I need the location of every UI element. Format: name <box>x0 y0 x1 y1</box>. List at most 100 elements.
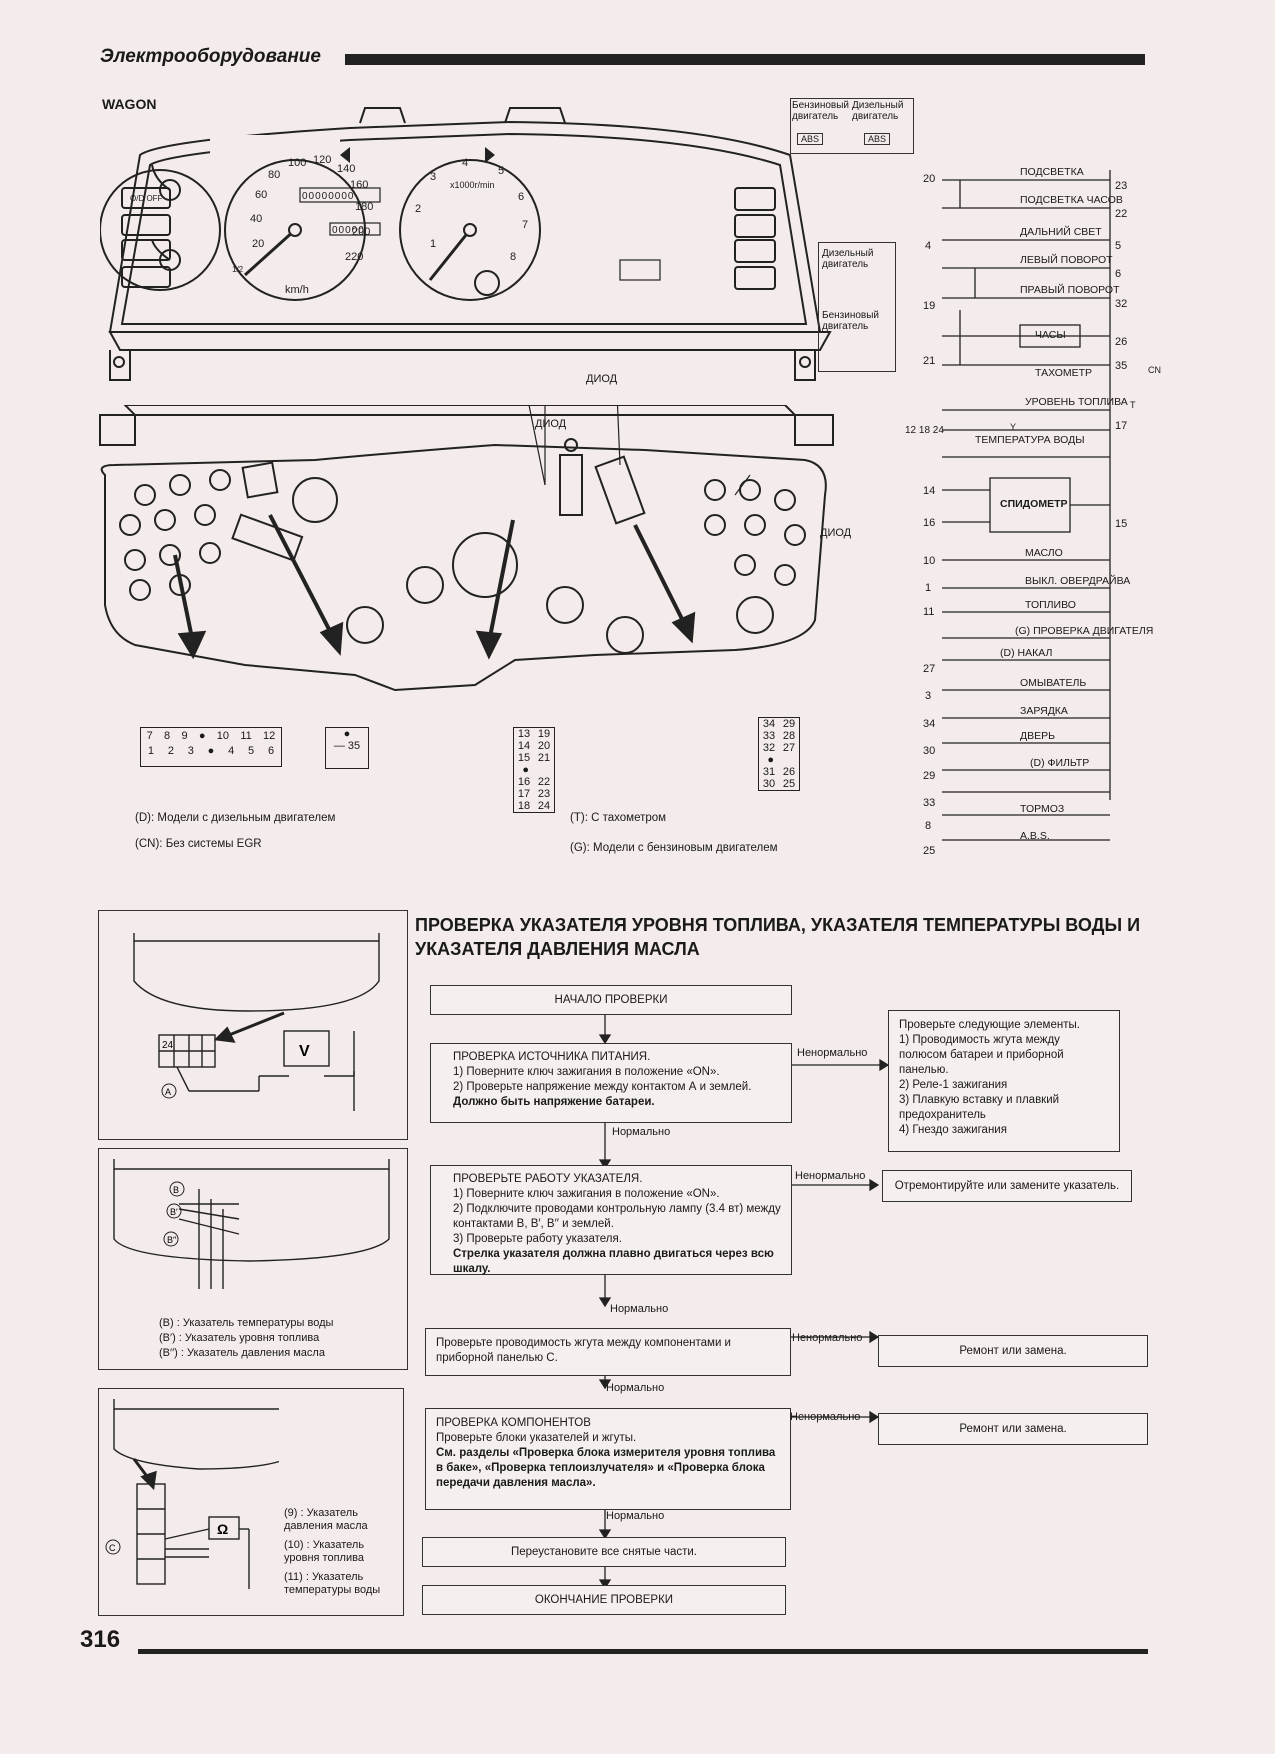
engine-variant-box <box>790 98 914 154</box>
ws-pin: 21 <box>923 355 936 367</box>
fc-step2-abnormal: Отремонтируйте или замените указатель. <box>882 1170 1132 1202</box>
ws-pin: 29 <box>923 770 936 782</box>
side-figure-1: 24 V A <box>98 910 408 1140</box>
pin: 9 <box>181 730 188 742</box>
pin: 14 <box>517 740 531 752</box>
speedo-tick: 80 <box>268 169 280 181</box>
fig3-legend-item: (11) : Указатель температуры воды <box>284 1571 381 1596</box>
ws-pin: 3 <box>925 690 932 702</box>
ws-row-label: МАСЛО <box>1025 547 1063 559</box>
fig3-tag: C <box>109 1543 116 1553</box>
section-title: Электрооборудование <box>100 46 321 67</box>
ws-pin: 4 <box>925 240 932 252</box>
connector-2: ● — 35 <box>325 727 369 769</box>
pin: 34 <box>762 718 776 730</box>
pin: ● <box>522 764 529 776</box>
pin: 21 <box>537 752 551 764</box>
fc-abnormal-2: Ненормально <box>795 1170 866 1182</box>
fig3-legend-item: (9) : Указатель давления масла <box>284 1507 368 1532</box>
ws-pin: 32 <box>1115 298 1128 310</box>
pin: 26 <box>782 766 796 778</box>
ws-row-label: ОМЫВАТЕЛЬ <box>1020 677 1087 689</box>
fc-step4-abnormal: Ремонт или замена. <box>878 1413 1148 1445</box>
ws-row-label: ЧАСЫ <box>1035 329 1066 341</box>
ws-pin: 8 <box>925 820 932 832</box>
fig2-sym-b1: B′ <box>170 1207 178 1217</box>
pin: 4 <box>228 745 235 757</box>
fc-abnormal-1: Ненормально <box>797 1047 868 1059</box>
ws-pin: 1 <box>925 582 932 594</box>
pin: 12 <box>263 730 276 742</box>
ws-row-label: ЛЕВЫЙ ПОВОРОТ <box>1020 254 1113 266</box>
ws-pin: 14 <box>923 485 936 497</box>
fc-step2: ПРОВЕРЬТЕ РАБОТУ УКАЗАТЕЛЯ. 1) Поверните… <box>430 1165 792 1275</box>
speedo-tick: 180 <box>355 201 373 213</box>
speedo-tick: 20 <box>252 238 264 250</box>
pin: 28 <box>782 730 796 742</box>
pin: 33 <box>762 730 776 742</box>
ws-pin: 15 <box>1115 518 1128 530</box>
pin: 27 <box>782 742 796 754</box>
abs-badge-petrol: ABS <box>797 133 824 145</box>
flowchart-title: ПРОВЕРКА УКАЗАТЕЛЯ УРОВНЯ ТОПЛИВА, УКАЗА… <box>415 915 1141 959</box>
pin: 2 <box>167 745 174 757</box>
tacho-tick: 6 <box>518 191 524 203</box>
ws-row-label: ЗАРЯДКА <box>1020 705 1068 717</box>
fc-step4: ПРОВЕРКА КОМПОНЕНТОВ Проверьте блоки ука… <box>425 1408 791 1510</box>
side-figure-3: C Ω (9) : Указатель давления масла (10) … <box>98 1388 404 1616</box>
ws-pin: 25 <box>923 845 936 857</box>
fc-start: НАЧАЛО ПРОВЕРКИ <box>430 985 792 1015</box>
header-rule <box>345 54 1145 65</box>
pin: 10 <box>216 730 230 742</box>
ws-pin: 22 <box>1115 208 1128 220</box>
speedo-tick: 140 <box>337 163 355 175</box>
fc-abnormal-4: Ненормально <box>790 1411 861 1423</box>
cluster-back-diagram <box>99 405 834 692</box>
ws-pin: 5 <box>1115 240 1122 252</box>
ws-row-label: ДАЛЬНИЙ СВЕТ <box>1020 226 1102 238</box>
legend-petrol: (G): Модели с бензиновым двигателем <box>570 842 778 854</box>
speedo-tick: 160 <box>350 179 368 191</box>
ws-row-label: ДВЕРЬ <box>1020 730 1056 742</box>
fig3-ohmmeter: Ω <box>217 1521 228 1537</box>
tacho-tick: 7 <box>522 219 528 231</box>
fc-normal-1: Нормально <box>612 1126 671 1138</box>
speedo-tick: 200 <box>352 226 370 238</box>
pin: 13 <box>517 728 531 740</box>
pin: 19 <box>537 728 551 740</box>
fc-abnormal-3: Ненормально <box>792 1332 863 1344</box>
ws-pin: 27 <box>923 663 936 675</box>
pin: 5 <box>248 745 255 757</box>
ws-pin: 16 <box>923 517 936 529</box>
ws-row-label: ТАХОМЕТР <box>1035 367 1093 379</box>
ws-speedometer: СПИДОМЕТР <box>1000 498 1068 510</box>
ws-row-label: ТОПЛИВО <box>1025 599 1076 611</box>
tacho-unit: x1000r/min <box>450 180 495 190</box>
ws-row-label: ВЫКЛ. ОВЕРДРАЙВА <box>1025 575 1131 587</box>
ws-row-label: ПРАВЫЙ ПОВОРОТ <box>1020 284 1120 296</box>
fig1-voltmeter: V <box>299 1043 310 1060</box>
ws-t-symbol: T <box>1130 400 1136 410</box>
ws-row-label: ПОДСВЕТКА <box>1020 166 1084 178</box>
abs-badge-diesel: ABS <box>864 133 891 145</box>
tacho-tick: 8 <box>510 251 516 263</box>
page-number: 316 <box>80 1626 121 1653</box>
pin: 7 <box>146 730 153 742</box>
petrol-engine-label-2: Бензиновый двигатель <box>822 310 879 332</box>
fc-step1: ПРОВЕРКА ИСТОЧНИКА ПИТАНИЯ. 1) Поверните… <box>430 1043 792 1123</box>
speedo-tick: 120 <box>313 154 331 166</box>
legend-diesel: (D): Модели с дизельным двигателем <box>135 812 336 824</box>
pin: 20 <box>537 740 551 752</box>
ws-y-symbol: Y <box>1010 422 1017 432</box>
diode-label-2: ДИОД <box>535 418 567 430</box>
pin: 29 <box>782 718 796 730</box>
speedo-unit: km/h <box>285 284 309 296</box>
ws-row-label: ТОРМОЗ <box>1020 803 1065 815</box>
ws-pin: 35 <box>1115 360 1128 372</box>
pin: 15 <box>517 752 531 764</box>
diode-label-3: ДИОД <box>820 527 852 539</box>
petrol-engine-label: Бензиновый двигатель <box>792 100 849 122</box>
ws-pin: 12 18 24 <box>905 425 944 436</box>
fig2-legend-item: (B′′) : Указатель давления масла <box>159 1347 325 1359</box>
